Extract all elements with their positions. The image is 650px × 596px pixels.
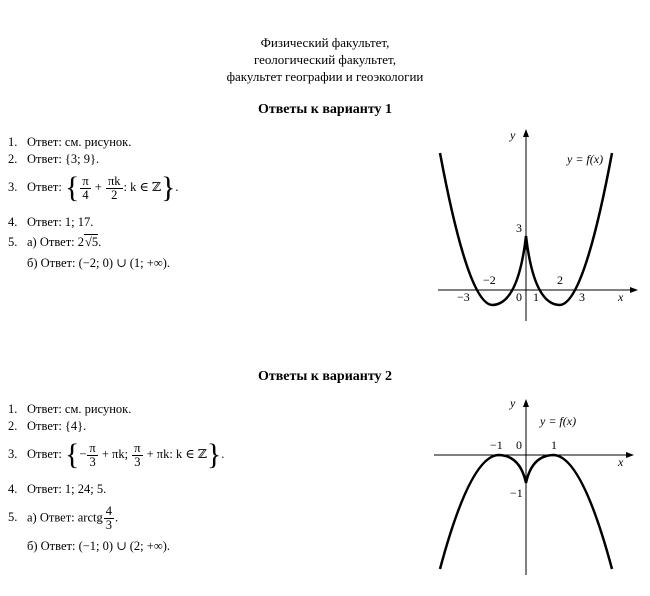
- v1-answer-4: 4.Ответ: 1; 17.: [8, 215, 94, 229]
- x-axis-arrow: [630, 287, 638, 293]
- tick-y-minus-1: −1: [510, 486, 523, 500]
- tick-zero: 0: [516, 290, 522, 304]
- v2-answer-5b: б) Ответ: (−1; 0) ∪ (2; +∞).: [27, 539, 171, 553]
- v1-answer-2: 2.Ответ: {3; 9}.: [8, 152, 100, 166]
- tick-one: 1: [533, 290, 539, 304]
- sqrt: √5: [84, 234, 99, 249]
- function-label: y = f(x): [566, 152, 603, 166]
- tick-minus-2: −2: [483, 273, 496, 287]
- v2-answer-2: 2.Ответ: {4}.: [8, 419, 87, 433]
- tick-three: 3: [579, 290, 585, 304]
- tick-minus-1: −1: [490, 438, 503, 452]
- page-header: Физический факультет, геологический факу…: [0, 34, 650, 85]
- header-line-2: геологический факультет,: [254, 52, 396, 67]
- tick-zero: 0: [516, 438, 522, 452]
- y-axis-label: y: [509, 128, 516, 142]
- tick-minus-3: −3: [457, 290, 470, 304]
- header-line-1: Физический факультет,: [260, 35, 390, 50]
- variant-2-title: Ответы к варианту 2: [257, 369, 393, 384]
- tick-two: 2: [557, 273, 563, 287]
- y-axis-label: y: [509, 396, 516, 410]
- variant-2-graph: y x y = f(x) −1 0 1 −1: [434, 396, 634, 575]
- v2-answer-1: 1.Ответ: см. рисунок.: [8, 402, 132, 416]
- variant-1-graph: y x y = f(x) −3 −2 0 1 2 3 3: [438, 128, 638, 321]
- tick-y-three: 3: [516, 221, 522, 235]
- function-curve: [438, 453, 614, 570]
- v1-answer-5b: б) Ответ: (−2; 0) ∪ (1; +∞).: [27, 256, 171, 270]
- header-line-3: факультет географии и геоэкологии: [226, 69, 424, 84]
- tick-one: 1: [551, 438, 557, 452]
- v2-answer-4: 4.Ответ: 1; 24; 5.: [8, 482, 107, 496]
- x-axis-label: x: [617, 455, 624, 469]
- variant-1-title: Ответы к варианту 1: [257, 102, 393, 117]
- y-axis-arrow: [523, 399, 529, 407]
- x-axis-label: x: [617, 290, 624, 304]
- function-curve: [438, 152, 614, 307]
- y-axis-arrow: [523, 129, 529, 137]
- v1-answer-5a: 5.а) Ответ: 2√5.: [8, 234, 102, 249]
- v1-answer-1: 1.Ответ: см. рисунок.: [8, 135, 132, 149]
- x-axis-arrow: [626, 452, 634, 458]
- function-label: y = f(x): [539, 414, 576, 428]
